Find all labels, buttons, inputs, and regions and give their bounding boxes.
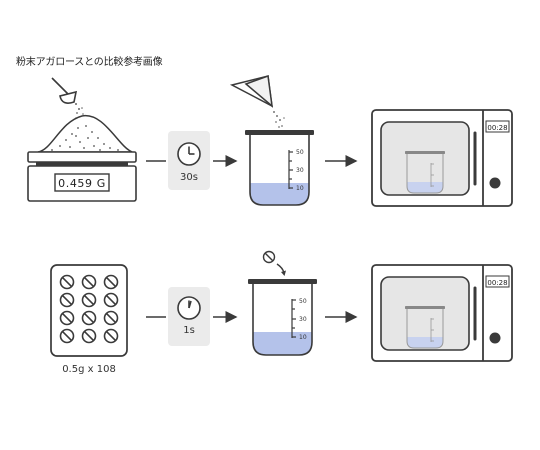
- weighing-paper-icon: [229, 74, 274, 108]
- timer-label: 30s: [180, 172, 198, 183]
- powder-dots: [51, 125, 119, 151]
- beaker-body: [249, 135, 310, 206]
- scoop-icon: [51, 77, 78, 104]
- tablet-pack-group: 0.5g x 108: [50, 264, 128, 375]
- beaker-liquid: [253, 332, 312, 355]
- scale-plate: [27, 151, 137, 163]
- powder-pile: [37, 115, 133, 153]
- microwave-2: 00:28: [371, 264, 513, 362]
- tablet-label: 0.5g x 108: [62, 364, 116, 375]
- microwave-knob: [489, 177, 501, 189]
- tablet-icon: [81, 310, 97, 326]
- beaker-mark-30: 30: [299, 316, 307, 323]
- microwave-knob: [489, 332, 501, 344]
- beaker-mark-30: 30: [296, 167, 304, 174]
- tablet-icon: [59, 328, 75, 344]
- falling-powder-2: [273, 111, 285, 128]
- timer-label: 1s: [183, 325, 195, 336]
- tablet-icon: [81, 292, 97, 308]
- beaker-scale: [288, 150, 293, 189]
- tablet-icon: [103, 328, 119, 344]
- caption: 粉末アガロースとの比較参考画像: [16, 57, 163, 68]
- powder-scale-group: 0.459 G: [27, 77, 137, 202]
- beaker-rim: [245, 130, 314, 135]
- beaker-liquid: [250, 183, 309, 205]
- timer-1s: 1s: [168, 287, 210, 346]
- scale-readout: 0.459 G: [58, 177, 106, 190]
- beaker-mark-50: 50: [299, 298, 307, 305]
- beaker-body: [252, 284, 313, 356]
- clock-icon: [177, 142, 201, 166]
- tablet-icon: [59, 310, 75, 326]
- tablet-icon: [262, 250, 276, 264]
- tablet-grid: [59, 274, 119, 344]
- tablet-icon: [81, 328, 97, 344]
- tablet-icon: [59, 274, 75, 290]
- clock-icon: [177, 296, 201, 320]
- tablet-icon: [103, 274, 119, 290]
- timer-30s: 30s: [168, 131, 210, 190]
- tablet-icon: [103, 292, 119, 308]
- beaker-rim: [248, 279, 317, 284]
- tablet-icon: [103, 310, 119, 326]
- beaker-mark-50: 50: [296, 149, 304, 156]
- beaker-mark-10: 10: [296, 185, 304, 192]
- powder-beaker-group: 50 30 10: [229, 74, 314, 206]
- microwave-display: 00:28: [487, 279, 507, 287]
- beaker-mark-10: 10: [299, 334, 307, 341]
- tablet-icon: [59, 292, 75, 308]
- microwave-1: 00:28: [371, 109, 513, 207]
- microwave-display: 00:28: [487, 124, 507, 132]
- tablet-beaker-group: 50 30 10: [248, 250, 317, 356]
- beaker-scale: [291, 299, 296, 338]
- scale-display: [54, 173, 110, 192]
- tablet-icon: [81, 274, 97, 290]
